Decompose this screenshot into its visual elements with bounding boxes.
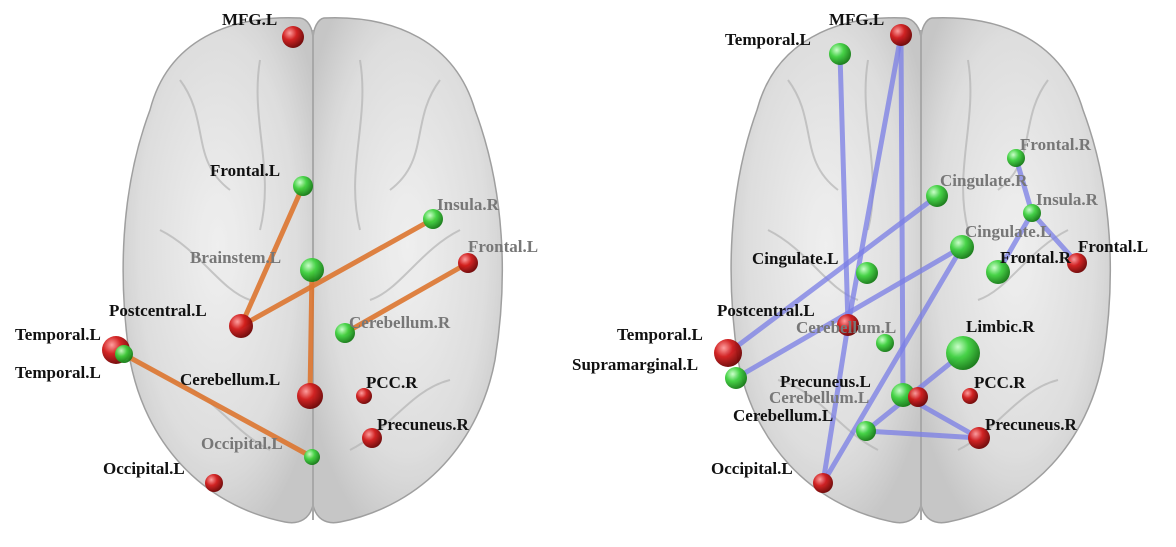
right-node-cingulate-l-green bbox=[856, 262, 878, 284]
right-brain-panel: MFG.L Temporal.L Frontal.R Cingulate.R Insul… bbox=[572, 10, 1148, 524]
left-node-occipital-l-red bbox=[205, 474, 223, 492]
right-label-frontal-r: Frontal.R bbox=[1000, 248, 1072, 267]
right-label-layer: MFG.L Temporal.L Frontal.R Cingulate.R Insul… bbox=[572, 10, 1148, 478]
right-node-frontal-r-green bbox=[1007, 149, 1025, 167]
right-label-frontal-r: Frontal.R bbox=[1020, 135, 1092, 154]
right-node-temporal-l-green bbox=[829, 43, 851, 65]
right-label-cingulate-r: Cingulate.R bbox=[940, 171, 1028, 190]
right-node-insula-r-green bbox=[1023, 204, 1041, 222]
left-brain-panel: MFG.L Frontal.L Insula.R Brainstem.L Frontal… bbox=[15, 10, 538, 524]
left-label-cerebellum-r: Cerebellum.R bbox=[349, 313, 451, 332]
right-node-occipital-l-red bbox=[813, 473, 833, 493]
right-label-supramarginal-l: Supramarginal.L bbox=[572, 355, 698, 374]
left-edge-brainstem_l-to-cerebellum_l bbox=[307, 267, 315, 399]
left-node-cerebellum-l-red bbox=[297, 383, 323, 409]
left-label-mfg-l: MFG.L bbox=[222, 10, 277, 29]
left-node-postcentral-l-red bbox=[229, 314, 253, 338]
right-label-cingulate-l: Cingulate.L bbox=[965, 222, 1051, 241]
right-node-frontal-l-red bbox=[1067, 253, 1087, 273]
left-label-temporal-l: Temporal.L bbox=[15, 363, 101, 382]
right-node-layer bbox=[714, 24, 1087, 493]
left-label-occipital-l: Occipital.L bbox=[103, 459, 185, 478]
left-edge-layer bbox=[113, 183, 471, 460]
left-label-layer: MFG.L Frontal.L Insula.R Brainstem.L Frontal… bbox=[15, 10, 538, 478]
right-label-mfg-l: MFG.L bbox=[829, 10, 884, 29]
left-edge-frontal_l_a-to-postcentral_l bbox=[238, 183, 306, 329]
left-label-pcc-r: PCC.R bbox=[366, 373, 418, 392]
right-label-limbic-r: Limbic.R bbox=[966, 317, 1035, 336]
left-node-mfg-l-red bbox=[282, 26, 304, 48]
right-node-cerebellum-l-green bbox=[856, 421, 876, 441]
left-node-precuneus-r-red bbox=[362, 428, 382, 448]
left-label-occipital-l: Occipital.L bbox=[201, 434, 283, 453]
right-node-limbic-r-green bbox=[946, 336, 980, 370]
right-label-frontal-l: Frontal.L bbox=[1078, 237, 1148, 256]
right-edge-cingulate_l_b-to-occipital_l bbox=[820, 244, 965, 486]
left-label-cerebellum-l: Cerebellum.L bbox=[180, 370, 280, 389]
left-label-temporal-l: Temporal.L bbox=[15, 325, 101, 344]
right-node-cingulate-r-green bbox=[926, 185, 948, 207]
right-edge-supramarginal_l-to-cingulate_l_b bbox=[733, 244, 965, 381]
left-label-postcentral-l: Postcentral.L bbox=[109, 301, 207, 320]
right-node-cerebellum-l-green bbox=[876, 334, 894, 352]
right-label-temporal-l: Temporal.L bbox=[617, 325, 703, 344]
right-edge-temporal_l_a-to-postcentral_l bbox=[837, 51, 851, 328]
right-label-cingulate-l: Cingulate.L bbox=[752, 249, 838, 268]
right-node-supramarginal-l-green bbox=[725, 367, 747, 389]
left-node-frontal-l-green bbox=[293, 176, 313, 196]
right-label-cerebellum-l: Cerebellum.L bbox=[796, 318, 896, 337]
right-edge-mfg_l-to-precuneus_l bbox=[898, 32, 906, 398]
left-node-frontal-l-red bbox=[458, 253, 478, 273]
right-label-postcentral-l: Postcentral.L bbox=[717, 301, 815, 320]
left-edge-frontal_l_b-to-cerebellum_r bbox=[342, 260, 471, 336]
right-edge-insula_r-to-frontal_l bbox=[1029, 210, 1080, 266]
right-node-cingulate-l-green bbox=[950, 235, 974, 259]
right-node-cerebellum-l-red bbox=[908, 387, 928, 407]
left-label-precuneus-r: Precuneus.R bbox=[377, 415, 469, 434]
left-node-insula-r-green bbox=[423, 209, 443, 229]
right-label-insula-r: Insula.R bbox=[1036, 190, 1099, 209]
left-label-brainstem-l: Brainstem.L bbox=[190, 248, 281, 267]
right-node-mfg-l-red bbox=[890, 24, 912, 46]
left-node-brainstem-l-green bbox=[300, 258, 324, 282]
right-label-precuneus-r: Precuneus.R bbox=[985, 415, 1077, 434]
right-label-occipital-l: Occipital.L bbox=[711, 459, 793, 478]
left-node-cerebellum-r-green bbox=[335, 323, 355, 343]
right-node-temporal-l-red bbox=[714, 339, 742, 367]
left-label-frontal-l: Frontal.L bbox=[468, 237, 538, 256]
right-edge-temporal_l_b-to-cingulate_r bbox=[725, 193, 940, 356]
right-node-precuneus-r-red bbox=[968, 427, 990, 449]
right-label-pcc-r: PCC.R bbox=[974, 373, 1026, 392]
left-node-occipital-l-green bbox=[304, 449, 320, 465]
right-label-precuneus-l: Precuneus.L bbox=[780, 372, 871, 391]
right-edge-cerebellum_l_low-to-precuneus_r bbox=[863, 428, 982, 441]
left-label-frontal-l: Frontal.L bbox=[210, 161, 280, 180]
left-edge-postcentral_l-to-insula_r bbox=[238, 216, 436, 329]
left-node-temporal-l-green bbox=[115, 345, 133, 363]
right-edge-frontal_r-to-insula_r bbox=[1013, 155, 1035, 216]
left-node-pcc-r-red bbox=[356, 388, 372, 404]
right-label-temporal-l: Temporal.L bbox=[725, 30, 811, 49]
left-label-insula-r: Insula.R bbox=[437, 195, 500, 214]
right-label-cerebellum-l: Cerebellum.L bbox=[733, 406, 833, 425]
right-edge-postcentral_l-to-occipital_l bbox=[820, 322, 851, 486]
right-node-postcentral-l-red bbox=[837, 314, 859, 336]
right-node-frontal-r-green bbox=[986, 260, 1010, 284]
left-edge-temporal_l_a-to-occipital_l_a bbox=[113, 347, 315, 460]
right-node-pcc-r-red bbox=[962, 388, 978, 404]
left-node-layer bbox=[102, 26, 478, 492]
right-label-cerebellum-l: Cerebellum.L bbox=[769, 388, 869, 407]
